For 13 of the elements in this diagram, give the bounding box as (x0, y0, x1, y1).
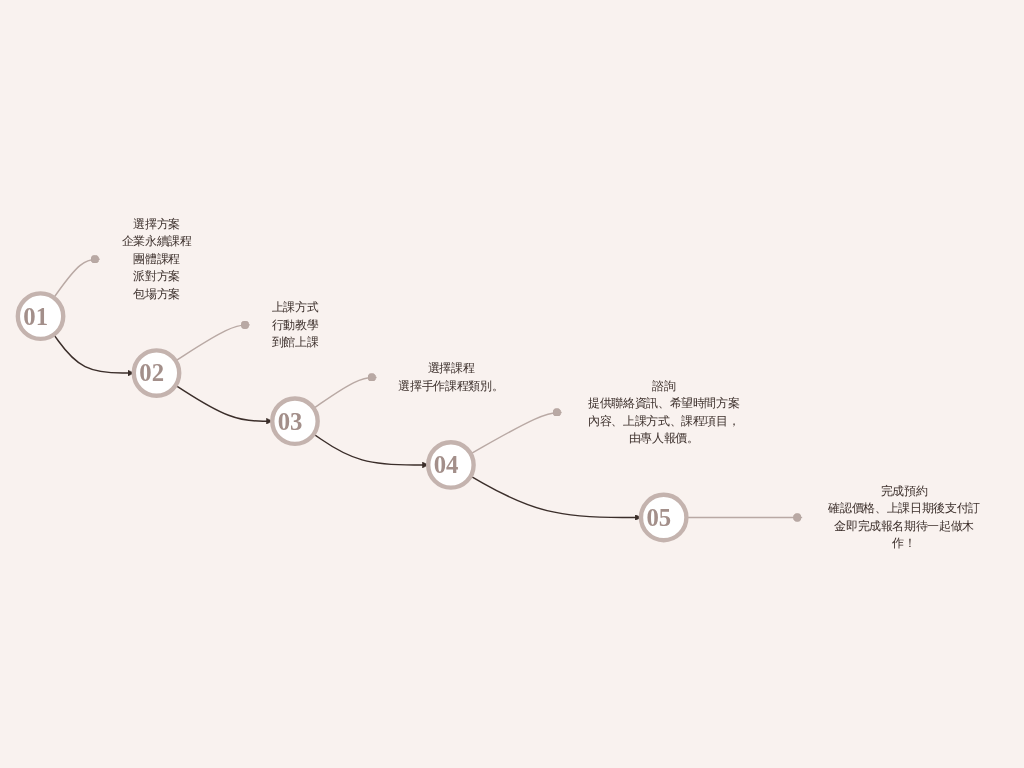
node-circle: 05 (638, 492, 689, 543)
node-circle: 01 (15, 291, 66, 342)
node-circle: 02 (131, 348, 182, 398)
node-text: 諮詢 提供聯絡資訊、希望時間方案內容、上課方式、課程項目，由專人報價。 (587, 378, 740, 446)
node-text: 選擇課程 選擇手作課程類別。 (398, 361, 504, 393)
node-circle: 03 (270, 396, 320, 447)
connector (53, 254, 101, 299)
connector (469, 408, 563, 455)
node-text: 選擇方案 企業永續課程 團體課程 派對方案 包場方案 (121, 216, 192, 301)
node-text: 完成預約 確認價格、上課日期後支付訂金即完成報名期待一起做木作！ (828, 483, 980, 551)
node-text: 上課方式 行動教學 到館上課 (271, 300, 319, 349)
node-circle: 04 (426, 440, 476, 490)
arrow (469, 475, 642, 521)
